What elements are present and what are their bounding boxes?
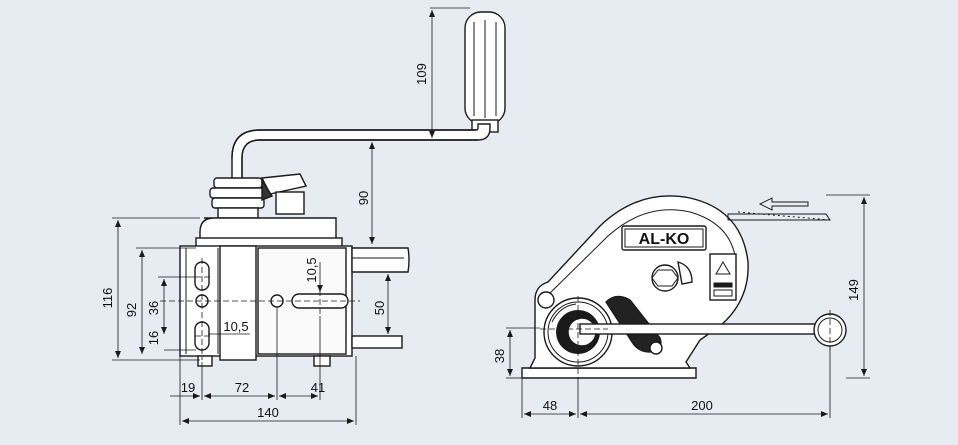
front-view	[160, 11, 506, 367]
dim-slot-offset: 41	[311, 380, 325, 395]
dim-overall-width: 140	[257, 405, 279, 420]
dim-hole-spacing-b: 16	[146, 331, 161, 345]
dim-crank-radius: 200	[691, 398, 713, 413]
crank-hub	[209, 177, 267, 219]
dim-hole-spacing-a: 36	[146, 301, 161, 315]
front-view-dimensions: 109 90 116 92 36 16 10,5 10,5 50	[100, 7, 470, 425]
pawl-cap	[260, 173, 308, 215]
dim-slot-height: 50	[372, 301, 387, 315]
dim-overall-height: 149	[846, 279, 861, 301]
dim-hole-distance: 72	[235, 380, 249, 395]
dim-handle-length: 109	[414, 63, 429, 85]
dim-slot-width-b: 10,5	[223, 319, 248, 334]
dim-plate-height: 92	[124, 303, 139, 317]
crank-arm	[231, 123, 491, 181]
warning-label	[709, 253, 737, 301]
dim-offset-left: 19	[181, 380, 195, 395]
brand-logo: AL-KO	[621, 225, 707, 251]
dim-slot-width-a: 10,5	[304, 257, 319, 282]
side-view-dimensions: 38 149 48 200	[492, 194, 870, 418]
dim-axis-to-edge: 48	[543, 398, 557, 413]
dim-crank-offset: 90	[356, 191, 371, 205]
side-crank	[579, 323, 829, 335]
handle-grip	[464, 11, 506, 133]
side-view: AL-KO	[521, 195, 847, 379]
dim-axis-height: 38	[492, 349, 507, 363]
logo-text: AL-KO	[639, 231, 690, 248]
dim-total-height-side: 116	[100, 288, 115, 309]
